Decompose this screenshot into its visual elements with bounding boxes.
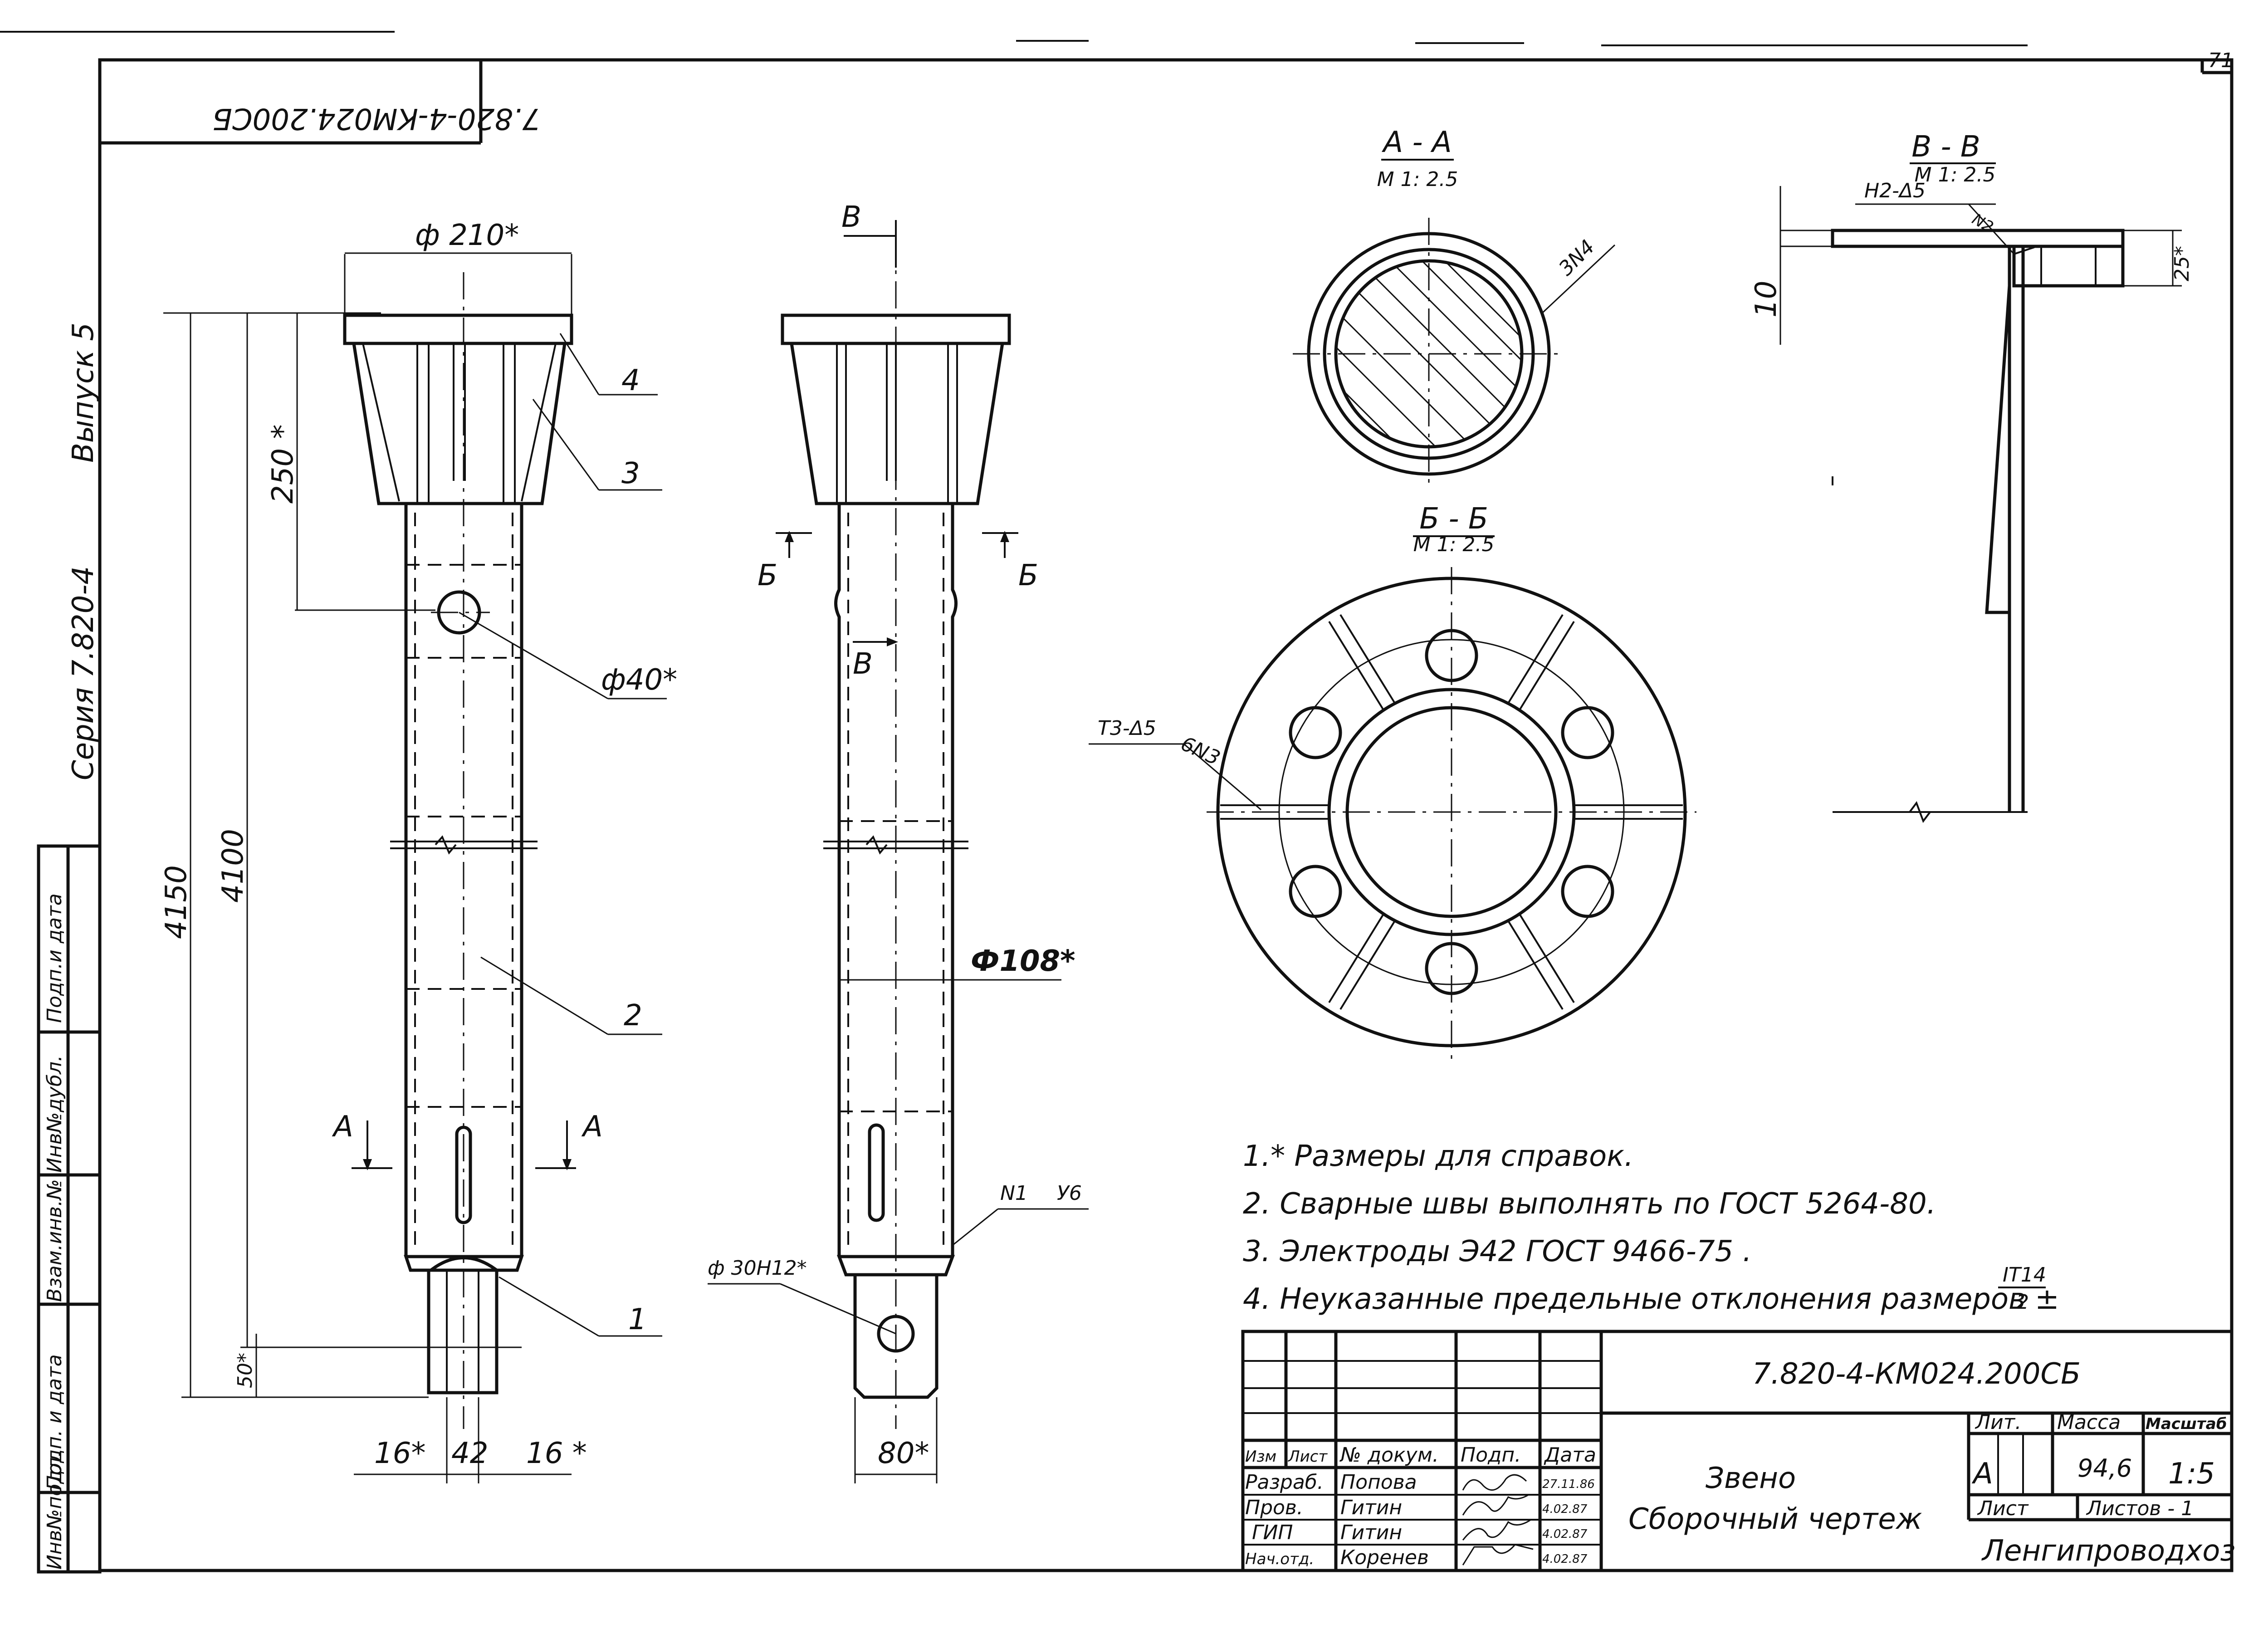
tb-name-line2: Сборочный чертеж — [1628, 1502, 1922, 1536]
dim-phi108: Ф108* — [971, 944, 1075, 978]
tb-role-2: Пров. — [1245, 1496, 1303, 1519]
signature-4 — [1462, 1544, 1534, 1566]
section-aa: А - А М 1: 2.5 3N4 — [1293, 126, 1616, 490]
tb-lit-label: Лит. — [1975, 1411, 2021, 1434]
weld-u6: У6 — [1057, 1182, 1082, 1205]
dim-50: 50* — [234, 1353, 257, 1388]
tb-header-date: Дата — [1544, 1443, 1596, 1467]
tb-header-list: Лист — [1287, 1448, 1328, 1466]
left-view: ф 210* 250 * 4150 4100 50* 16* 42 16 * ф… — [160, 219, 677, 1483]
callout-4: 4 — [621, 364, 640, 397]
tb-listov-label: Листов - 1 — [2086, 1497, 2194, 1520]
tb-list-label: Лист — [1977, 1497, 2029, 1520]
callout-3: 3 — [621, 457, 640, 490]
note-2: 2. Сварные швы выполнять по ГОСТ 5264-80… — [1243, 1187, 1936, 1221]
tb-org: Ленгипроводхоз — [1981, 1534, 2235, 1568]
section-bb: Б - Б М 1: 2.5 Т3-Δ5 6N3 — [1089, 502, 1696, 1062]
tolerance-den: 2 — [2016, 1291, 2029, 1314]
dim-42: 42 — [451, 1437, 488, 1470]
dim-phi40: ф40* — [601, 663, 677, 697]
dim-phi210: ф 210* — [415, 219, 519, 252]
tb-role-1: Разраб. — [1245, 1471, 1324, 1494]
tb-role-3: ГИП — [1252, 1521, 1293, 1544]
mark-b-left: Б — [758, 559, 777, 592]
weld-6n3: 6N3 — [1177, 732, 1223, 770]
dim-80: 80* — [878, 1437, 929, 1470]
tb-doc-code: 7.820-4-КМ024.200СБ — [1752, 1357, 2081, 1391]
note-4: 4. Неуказанные предельные отклонения раз… — [1243, 1282, 2059, 1316]
mark-b-right: Б — [1018, 559, 1038, 592]
middle-view: В В Б Б Ф108* N1 У6 ф 30Н12* 80* — [708, 201, 1089, 1483]
margin-cell-3: Взам.инв.№ — [43, 1179, 66, 1302]
signature-1 — [1462, 1474, 1527, 1491]
dim-4100: 4100 — [216, 829, 250, 903]
margin-cell-5: Инв№подл. — [43, 1451, 66, 1570]
tb-name-line1: Звено — [1706, 1462, 1796, 1495]
section-aa-scale: М 1: 2.5 — [1377, 168, 1458, 191]
margin-seriya: Серия 7.820-4 — [67, 566, 100, 780]
dim-4150: 4150 — [160, 865, 193, 939]
note-3: 3. Электроды Э42 ГОСТ 9466-75 . — [1243, 1235, 1752, 1268]
tb-lit-value: А — [1971, 1457, 1993, 1491]
tb-massa-value: 94,6 — [2077, 1454, 2132, 1483]
section-bb-title: Б - Б — [1419, 502, 1488, 536]
section-aa-title: А - А — [1381, 126, 1452, 159]
tb-date-3: 4.02.87 — [1542, 1527, 1588, 1541]
mark-v-top: В — [841, 201, 861, 234]
section-vv-scale: М 1: 2.5 — [1915, 163, 1996, 186]
margin-vypusk: Выпуск 5 — [67, 323, 100, 463]
tb-header-doc: № докум. — [1339, 1443, 1439, 1467]
tb-name-2: Гитин — [1340, 1496, 1402, 1519]
tb-masshtab-value: 1:5 — [2168, 1457, 2215, 1491]
tb-date-2: 4.02.87 — [1542, 1502, 1588, 1516]
dim-10: 10 — [1750, 281, 1783, 318]
weld-3n4: 3N4 — [1554, 235, 1599, 280]
dim-16b: 16 * — [526, 1437, 587, 1470]
tb-role-4: Нач.отд. — [1245, 1550, 1314, 1568]
tb-name-3: Гитин — [1340, 1521, 1402, 1544]
tb-date-4: 4.02.87 — [1542, 1552, 1588, 1566]
dim-16a: 16* — [374, 1437, 425, 1470]
tb-header-izm: Изм — [1245, 1448, 1276, 1466]
tb-name-1: Попова — [1340, 1471, 1417, 1494]
sheet-frame — [98, 58, 2234, 1572]
tb-header-podp: Подп. — [1461, 1443, 1521, 1467]
tb-massa-label: Масса — [2057, 1411, 2121, 1434]
title-block: Изм Лист № докум. Подп. Дата Разраб. Поп… — [1241, 1330, 2235, 1572]
tb-date-1: 27.11.86 — [1542, 1478, 1595, 1491]
margin-cell-4: Подп. и дата — [43, 1354, 66, 1490]
note-1: 1.* Размеры для справок. — [1243, 1140, 1633, 1173]
corner-code: 7.820-4-КМ024.200СБ — [212, 102, 541, 135]
callout-2: 2 — [624, 999, 642, 1032]
weld-h2: Н2-Δ5 — [1864, 179, 1926, 202]
tb-masshtab-label: Масштаб — [2146, 1415, 2227, 1433]
dim-phi30: ф 30Н12* — [708, 1257, 807, 1280]
mark-v-bottom: В — [853, 647, 873, 681]
weld-n2: N2 — [1969, 210, 1997, 236]
tolerance-num: IT14 — [2003, 1263, 2046, 1287]
section-bb-scale: М 1: 2.5 — [1413, 533, 1495, 556]
margin-cell-1: Подп.и дата — [43, 893, 66, 1023]
signature-3 — [1462, 1519, 1531, 1541]
callout-1: 1 — [628, 1303, 647, 1336]
sheet-number: 71 — [2208, 49, 2234, 72]
section-vv: В - В М 1: 2.5 10 25* Н2-Δ5 N2 — [1750, 130, 2194, 823]
section-mark-a-left: А — [332, 1110, 353, 1144]
section-vv-title: В - В — [1911, 130, 1980, 164]
margin-stamp: Подп.и дата Инв№дубл. Взам.инв.№ Подп. и… — [37, 844, 102, 1574]
notes: 1.* Размеры для справок. 2. Сварные швы … — [1243, 1140, 2059, 1316]
section-mark-a-right: А — [581, 1110, 603, 1144]
weld-t3: Т3-Δ5 — [1098, 717, 1156, 740]
signature-2 — [1462, 1494, 1529, 1516]
weld-n1: N1 — [1000, 1182, 1028, 1205]
margin-cell-2: Инв№дубл. — [43, 1055, 66, 1173]
tb-name-4: Коренев — [1340, 1546, 1429, 1569]
dim-250: 250 * — [266, 425, 300, 504]
dim-25: 25* — [2170, 246, 2194, 281]
